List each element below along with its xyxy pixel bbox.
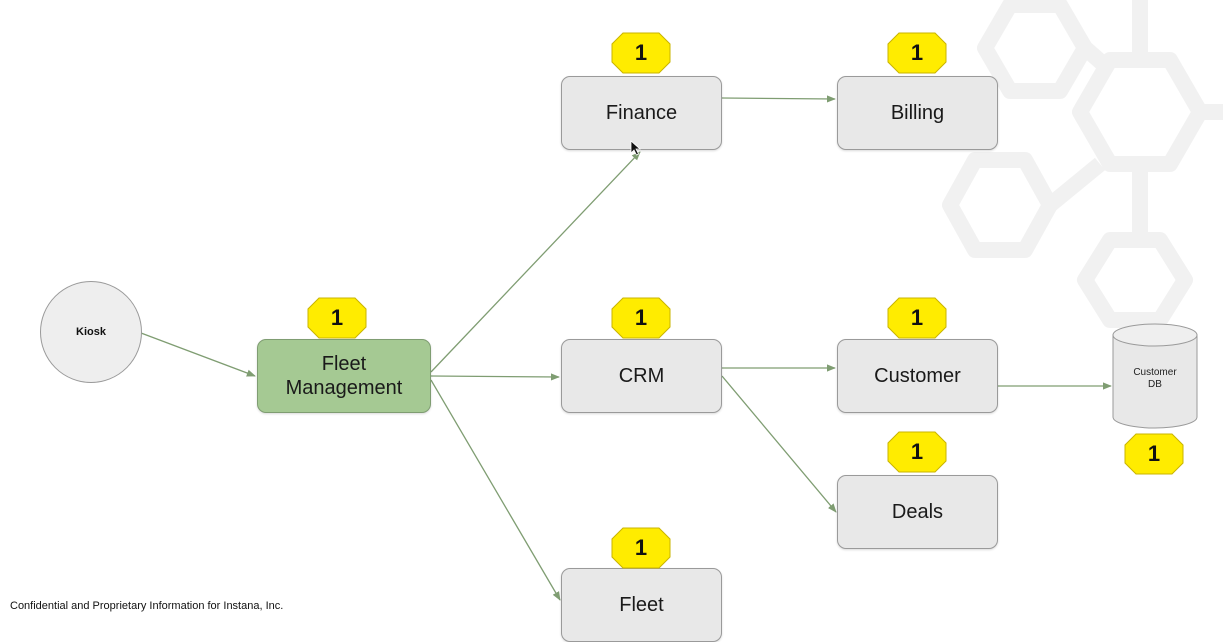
node-customer-db[interactable]: Customer DB xyxy=(1112,323,1198,429)
node-customer-label: Customer xyxy=(874,365,961,387)
badge-crm-count: 1 xyxy=(634,305,648,330)
badge-fleet-management[interactable]: 1 xyxy=(307,297,367,339)
database-icon xyxy=(1112,323,1198,429)
mouse-cursor-icon xyxy=(630,140,642,156)
badge-customer-db[interactable]: 1 xyxy=(1124,433,1184,475)
octagon-badge-icon xyxy=(611,32,671,74)
octagon-badge-icon xyxy=(611,527,671,569)
node-crm-label: CRM xyxy=(618,365,665,387)
badge-billing-count: 1 xyxy=(910,40,924,65)
badge-finance-count: 1 xyxy=(634,40,648,65)
node-fleet-management[interactable]: Fleet Management xyxy=(257,339,431,413)
node-finance[interactable]: Finance xyxy=(561,76,722,150)
octagon-badge-icon xyxy=(307,297,367,339)
node-billing-label: Billing xyxy=(890,102,945,124)
node-deals[interactable]: Deals xyxy=(837,475,998,549)
badge-fleet[interactable]: 1 xyxy=(611,527,671,569)
confidentiality-footer: Confidential and Proprietary Information… xyxy=(10,600,284,612)
badge-crm[interactable]: 1 xyxy=(611,297,671,339)
badge-fleet-management-count: 1 xyxy=(330,305,344,330)
badge-customer[interactable]: 1 xyxy=(887,297,947,339)
badge-billing[interactable]: 1 xyxy=(887,32,947,74)
octagon-badge-icon xyxy=(887,431,947,473)
node-deals-label: Deals xyxy=(891,501,944,523)
node-customer[interactable]: Customer xyxy=(837,339,998,413)
edge-fleet-management-to-finance xyxy=(430,151,641,373)
node-fleet-management-label: Fleet Management xyxy=(285,353,403,399)
octagon-badge-icon xyxy=(611,297,671,339)
node-fleet[interactable]: Fleet xyxy=(561,568,722,642)
node-fleet-label: Fleet xyxy=(619,594,664,616)
node-kiosk[interactable]: Kiosk xyxy=(40,281,142,383)
octagon-badge-icon xyxy=(887,297,947,339)
octagon-badge-icon xyxy=(1124,433,1184,475)
node-billing[interactable]: Billing xyxy=(837,76,998,150)
edge-fleet-management-to-crm xyxy=(430,373,560,381)
edge-kiosk-to-fleet-management xyxy=(140,332,256,377)
edge-fleet-management-to-fleet xyxy=(430,379,561,601)
octagon-badge-icon xyxy=(887,32,947,74)
node-crm[interactable]: CRM xyxy=(561,339,722,413)
node-finance-label: Finance xyxy=(605,102,678,124)
node-kiosk-label: Kiosk xyxy=(76,326,106,338)
badge-deals[interactable]: 1 xyxy=(887,431,947,473)
node-customer-db-label: Customer DB xyxy=(1133,367,1177,390)
badge-finance[interactable]: 1 xyxy=(611,32,671,74)
badge-deals-count: 1 xyxy=(910,439,924,464)
badge-customer-count: 1 xyxy=(910,305,924,330)
edge-finance-to-billing xyxy=(721,95,836,103)
badge-customer-db-count: 1 xyxy=(1147,441,1161,466)
edge-crm-to-deals xyxy=(721,375,837,513)
badge-fleet-count: 1 xyxy=(634,535,648,560)
